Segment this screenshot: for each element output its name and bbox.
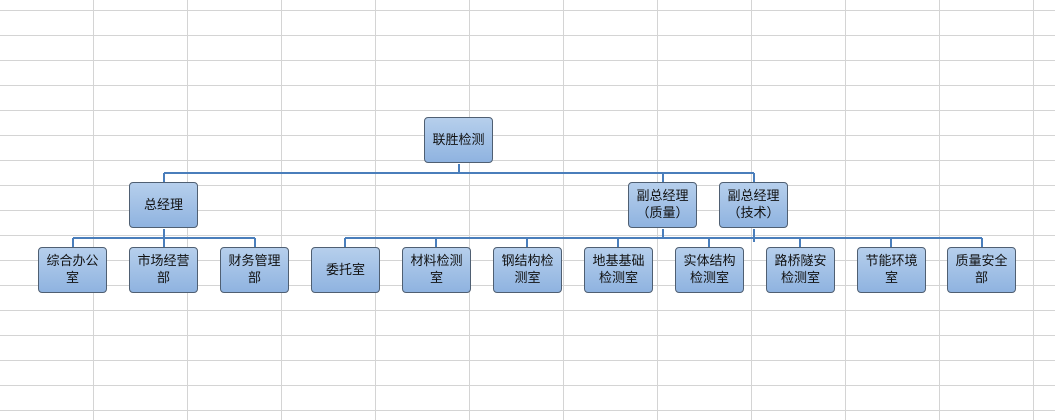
- node-label: 联胜检测: [432, 132, 485, 148]
- node-label: 副总经理（技术）: [727, 189, 780, 221]
- connector-root: [163, 164, 755, 182]
- connector-gm: [72, 229, 256, 247]
- node-department[interactable]: 路桥隧安检测室: [766, 247, 835, 293]
- node-general-manager[interactable]: 总经理: [129, 182, 198, 228]
- node-department[interactable]: 综合办公室: [38, 247, 107, 293]
- node-label: 市场经营部: [137, 254, 190, 286]
- node-label: 综合办公室: [46, 254, 99, 286]
- node-root[interactable]: 联胜检测: [424, 117, 493, 163]
- node-label: 财务管理部: [228, 254, 281, 286]
- node-label: 节能环境室: [865, 254, 918, 286]
- connector-deputies: [344, 229, 983, 247]
- node-department[interactable]: 材料检测室: [402, 247, 471, 293]
- node-department[interactable]: 钢结构检测室: [493, 247, 562, 293]
- node-department[interactable]: 质量安全部: [947, 247, 1016, 293]
- node-label: 钢结构检测室: [501, 254, 554, 286]
- node-label: 质量安全部: [955, 254, 1008, 286]
- node-label: 材料检测室: [410, 254, 463, 286]
- node-department[interactable]: 委托室: [311, 247, 380, 293]
- node-department[interactable]: 地基基础检测室: [584, 247, 653, 293]
- node-label: 副总经理（质量）: [636, 189, 689, 221]
- node-label: 地基基础检测室: [592, 254, 645, 286]
- node-department[interactable]: 市场经营部: [129, 247, 198, 293]
- node-label: 路桥隧安检测室: [774, 254, 827, 286]
- node-deputy-technical[interactable]: 副总经理（技术）: [719, 182, 788, 228]
- node-label: 委托室: [325, 262, 365, 278]
- node-label: 实体结构检测室: [683, 254, 736, 286]
- node-department[interactable]: 财务管理部: [220, 247, 289, 293]
- node-department[interactable]: 实体结构检测室: [675, 247, 744, 293]
- node-label: 总经理: [143, 197, 183, 213]
- node-deputy-quality[interactable]: 副总经理（质量）: [628, 182, 697, 228]
- node-department[interactable]: 节能环境室: [857, 247, 926, 293]
